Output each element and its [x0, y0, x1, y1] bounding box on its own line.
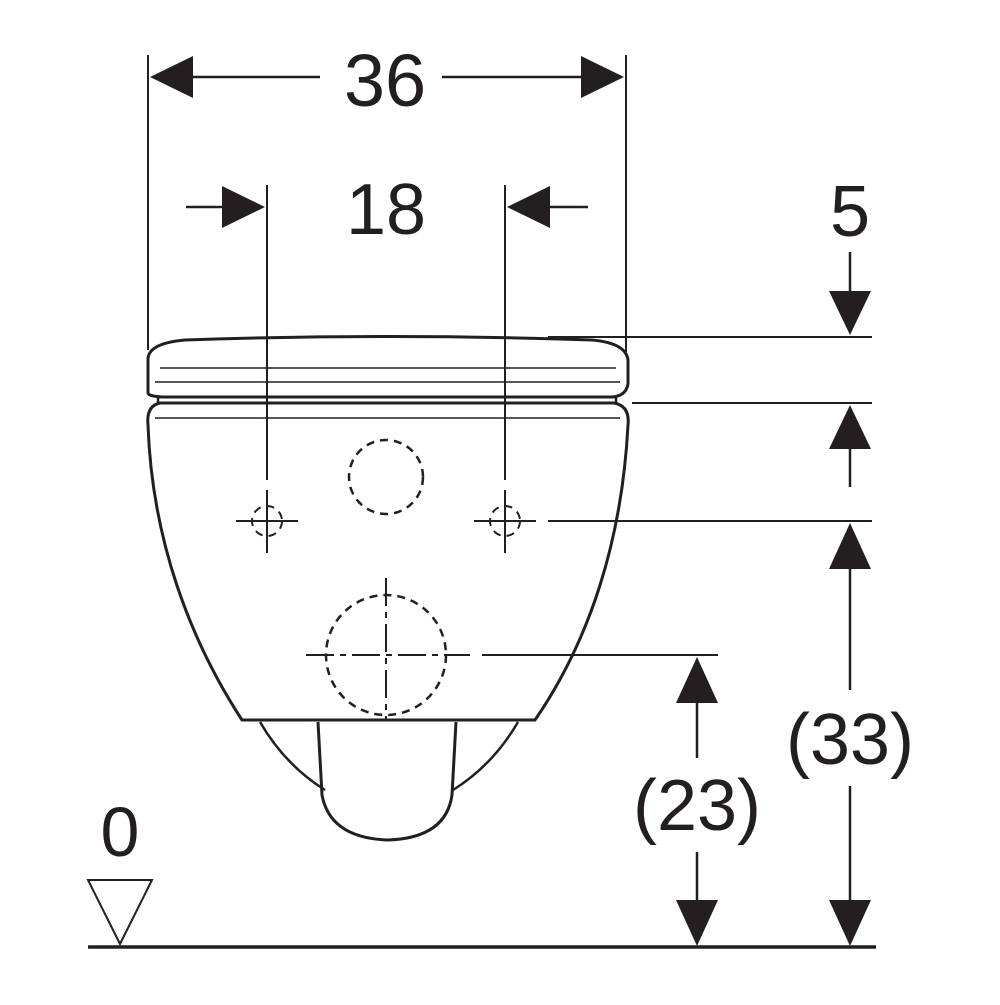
dim-label-33: (33) — [786, 700, 914, 780]
floor-level-label: 0 — [101, 793, 140, 871]
seat-lid — [146, 335, 630, 399]
arrow-left-icon — [150, 56, 193, 98]
skirt-right — [452, 721, 520, 792]
arrow-right-icon — [222, 186, 265, 228]
arrow-down-icon — [829, 291, 871, 335]
arrow-up-icon — [829, 523, 871, 569]
dim-drain-height: (23) — [633, 657, 761, 946]
dim-label-36: 36 — [344, 39, 426, 122]
dim-fixing-height: (33) — [786, 523, 914, 946]
arrow-up-icon — [676, 657, 718, 703]
dim-label-18: 18 — [346, 170, 426, 250]
arrow-left-icon — [507, 186, 550, 228]
fixing-point-right — [474, 490, 536, 553]
fixing-point-left — [236, 490, 298, 553]
bowl — [146, 401, 630, 722]
triangle-down-icon — [86, 879, 154, 947]
floor-level: 0 — [86, 793, 876, 949]
hidden-connections — [306, 438, 470, 720]
dim-fixing-spacing: 18 — [186, 170, 588, 250]
dim-seat-thickness: 5 — [829, 172, 871, 487]
arrow-down-icon — [829, 900, 871, 946]
toilet-outline — [146, 335, 630, 842]
dim-label-5: 5 — [830, 172, 870, 252]
dim-label-23: (23) — [633, 766, 761, 846]
extension-lines — [147, 55, 872, 656]
dim-total-width: 36 — [150, 39, 624, 122]
skirt-left — [258, 721, 326, 792]
arrow-right-icon — [581, 56, 624, 98]
water-inlet-circle — [347, 438, 425, 516]
arrow-down-icon — [676, 900, 718, 946]
outlet-trap — [316, 721, 458, 842]
arrow-up-icon — [829, 405, 871, 449]
